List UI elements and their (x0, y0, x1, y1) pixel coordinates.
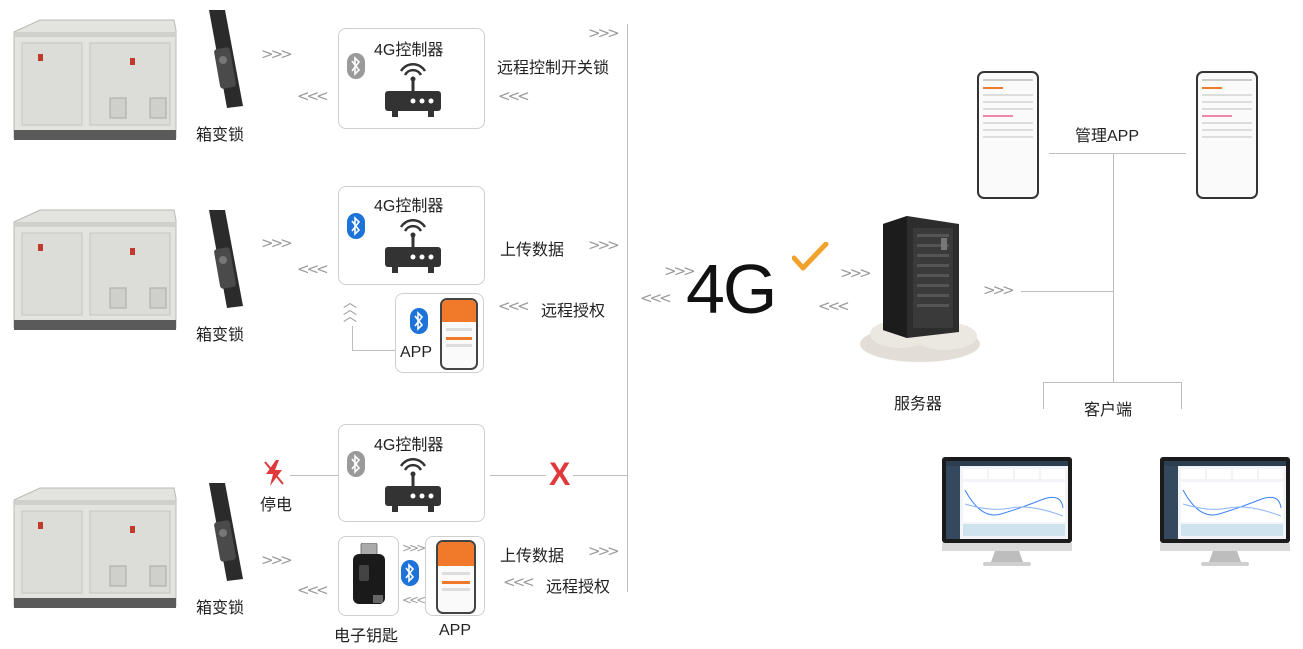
bluetooth-icon (410, 308, 428, 334)
phone-app-screen (436, 540, 476, 614)
chevron-arrows-icon: >>> (588, 542, 620, 560)
remote-auth-label-2: 远程授权 (541, 303, 606, 320)
e-key-box (338, 536, 399, 616)
bluetooth-icon (401, 560, 419, 586)
substation-cabinet-1 (13, 19, 177, 140)
phone-app-screen (440, 298, 478, 370)
app-label: APP (400, 344, 433, 361)
box-lock-device-3 (209, 483, 243, 581)
chevron-arrows-icon: <<< (498, 297, 530, 315)
remote-switch-label: 远程控制开关锁 (497, 60, 610, 77)
chevron-arrows-icon: <<< (402, 593, 426, 607)
controller-label: 4G控制器 (374, 42, 444, 59)
router-icon (385, 218, 441, 273)
chevron-arrows-icon: <<< (640, 289, 672, 307)
router-icon (385, 62, 441, 117)
chevron-arrows-icon: >>> (840, 264, 872, 282)
router-icon (385, 457, 441, 512)
connector-line (1181, 382, 1182, 409)
client-label: 客户端 (1084, 402, 1133, 419)
mgmt-app-label: 管理APP (1075, 128, 1140, 145)
chevron-arrows-icon: >>> (588, 24, 620, 42)
chevron-arrows-icon: >>> (588, 236, 620, 254)
controller-box-2: 4G控制器 (338, 186, 485, 285)
upload-data-label-3: 上传数据 (500, 548, 565, 565)
server-icon (860, 216, 980, 362)
up-arrows-icon: ︿︿︿ (343, 295, 357, 325)
connector-line (1043, 382, 1044, 409)
substation-cabinet-2 (13, 209, 177, 330)
chevron-arrows-icon: >>> (402, 541, 426, 555)
chevron-arrows-icon: >>> (261, 234, 293, 252)
mgmt-phone-1 (977, 71, 1039, 199)
chevron-arrows-icon: >>> (261, 551, 293, 569)
chevron-arrows-icon: <<< (297, 581, 329, 599)
controller-box-3: 4G控制器 (338, 424, 485, 522)
connector-line (1021, 291, 1114, 292)
connector-line (352, 350, 395, 351)
connector-line (1049, 153, 1186, 154)
controller-label: 4G控制器 (374, 437, 444, 454)
app-label-3: APP (439, 622, 472, 639)
box-lock-label-2: 箱变锁 (196, 327, 245, 344)
client-monitor-1 (942, 457, 1072, 566)
e-key-device (353, 543, 385, 604)
e-key-label: 电子钥匙 (334, 628, 399, 645)
client-monitor-2 (1160, 457, 1290, 566)
app-box-3 (425, 536, 485, 616)
chevron-arrows-icon: <<< (498, 87, 530, 105)
chevron-arrows-icon: <<< (503, 573, 535, 591)
checkmark-icon (792, 242, 829, 271)
chevron-arrows-icon: <<< (297, 87, 329, 105)
chevron-arrows-icon: <<< (818, 297, 850, 315)
box-lock-device-1 (209, 10, 243, 108)
server-label: 服务器 (894, 396, 943, 413)
power-outage-icon (264, 460, 284, 486)
box-lock-label-1: 箱变锁 (196, 127, 245, 144)
controller-box-1: 4G控制器 (338, 28, 485, 129)
bluetooth-icon (347, 451, 365, 477)
substation-cabinet-3 (13, 487, 177, 608)
box-lock-label-3: 箱变锁 (196, 600, 245, 617)
chevron-arrows-icon: >>> (983, 281, 1015, 299)
connector-line (352, 326, 353, 350)
chevron-arrows-icon: >>> (664, 262, 696, 280)
4g-label: 4G (686, 250, 777, 328)
power-outage-label: 停电 (260, 497, 293, 514)
connector-line (1113, 153, 1114, 382)
connector-line (290, 475, 338, 476)
controller-label: 4G控制器 (374, 198, 444, 215)
remote-auth-label-3: 远程授权 (546, 579, 611, 596)
chevron-arrows-icon: <<< (297, 260, 329, 278)
app-box-2: APP (395, 293, 484, 373)
cross-icon: X (546, 457, 574, 491)
bluetooth-icon (347, 53, 365, 79)
chevron-arrows-icon: >>> (261, 45, 293, 63)
bluetooth-icon (347, 213, 365, 239)
bus-line (627, 24, 628, 592)
box-lock-device-2 (209, 210, 243, 308)
mgmt-phone-2 (1196, 71, 1258, 199)
upload-data-label-2: 上传数据 (500, 242, 565, 259)
connector-line (1043, 382, 1182, 383)
